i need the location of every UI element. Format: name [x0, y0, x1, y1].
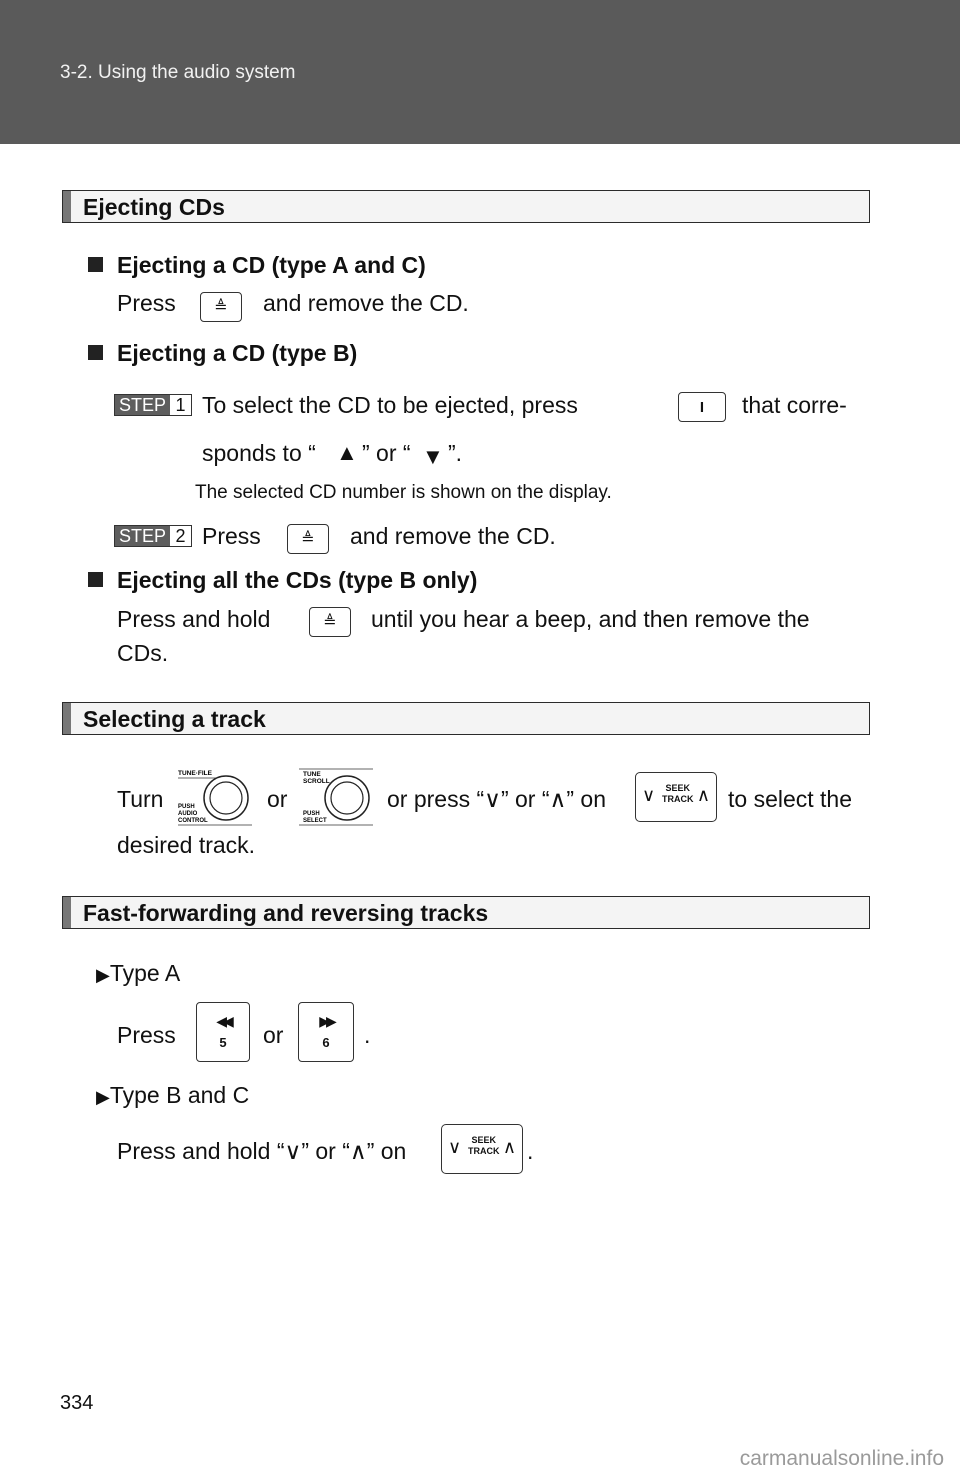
step1-text-e: ”. [448, 440, 463, 466]
knob-label: SELECT [303, 818, 327, 824]
step1-text-c: sponds to “ [202, 440, 316, 466]
section-title: Ejecting CDs [83, 194, 225, 220]
rewind-5-button[interactable]: ◀◀ 5 [196, 1002, 250, 1062]
header-title: 3-2. Using the audio system [60, 62, 296, 83]
eject-icon: ≜ [323, 614, 337, 631]
page-number: 334 [60, 1392, 94, 1414]
knob-label: AUDIO [178, 811, 198, 817]
all-press-hold: Press and hold [117, 606, 271, 632]
subheading-all: Ejecting all the CDs (type B only) [88, 567, 477, 594]
ac-instruction: and remove the CD. [263, 290, 469, 316]
knob-label: TUNE·FILE [178, 770, 213, 777]
knob-label: SCROLL [303, 778, 330, 785]
type-a-item: ▶Type A [96, 960, 181, 986]
rewind-icon: ◀◀ [216, 1013, 234, 1029]
to-select-text: to select the [728, 786, 853, 812]
tune-scroll-knob[interactable]: TUNE SCROLL PUSH SELECT [299, 768, 375, 826]
square-bullet-icon [88, 572, 103, 587]
knob-label: CONTROL [178, 818, 208, 824]
all-instruction: until you hear a beep, and then remove t… [371, 606, 810, 632]
section-title: Fast-forwarding and reversing tracks [83, 900, 489, 926]
type-bc-instruction: Press and hold “∨” or “∧” on [117, 1138, 407, 1164]
section-marker [63, 191, 71, 222]
all-instruction-cont: CDs. [117, 640, 169, 666]
turn-label: Turn [117, 786, 164, 812]
ac-press-label: Press [117, 290, 176, 316]
subheading-b: Ejecting a CD (type B) [88, 340, 357, 367]
eject-button[interactable]: ≜ [309, 607, 351, 637]
section-fast-forward: Fast-forwarding and reversing tracks [62, 896, 870, 929]
type-a-press: Press [117, 1022, 176, 1048]
or-press-text: or press “∨” or “∧” on [387, 786, 606, 812]
arrow-right-icon: ▶ [96, 965, 110, 985]
fast-forward-6-button[interactable]: ▶▶ 6 [298, 1002, 354, 1062]
section-selecting-track: Selecting a track [62, 702, 870, 735]
period: . [364, 1022, 371, 1048]
square-bullet-icon [88, 257, 103, 272]
chevron-up-icon: ∧ [696, 785, 710, 805]
step1-text-a: To select the CD to be ejected, press [202, 392, 578, 418]
period: . [527, 1138, 534, 1164]
disc-key-icon: I [699, 398, 705, 416]
eject-icon: ≜ [214, 299, 228, 316]
step2-instruction: and remove the CD. [350, 523, 556, 549]
header-band [0, 0, 960, 144]
tune-file-knob[interactable]: TUNE·FILE PUSH AUDIO CONTROL [178, 768, 254, 826]
desired-track-text: desired track. [117, 832, 256, 858]
watermark: carmanualsonline.info [739, 1447, 944, 1470]
chevron-up-icon: ∧ [502, 1137, 516, 1157]
chevron-down-icon: ∨ [448, 1137, 462, 1157]
arrow-right-icon: ▶ [96, 1087, 110, 1107]
triangle-down-icon: ▼ [422, 444, 444, 469]
or-label: or [267, 786, 288, 812]
section-ejecting-cds: Ejecting CDs [62, 190, 870, 223]
section-marker [63, 897, 71, 928]
square-bullet-icon [88, 345, 103, 360]
chevron-down-icon: ∨ [642, 785, 656, 805]
fast-forward-icon: ▶▶ [319, 1013, 337, 1029]
section-marker [63, 703, 71, 734]
eject-button[interactable]: ≜ [287, 524, 329, 554]
eject-button[interactable]: ≜ [200, 292, 242, 322]
knob-label: PUSH [178, 804, 195, 810]
eject-icon: ≜ [301, 531, 315, 548]
disc-select-button[interactable]: I [678, 392, 726, 422]
step1-note: The selected CD number is shown on the d… [195, 482, 612, 503]
triangle-up-icon: ▲ [336, 440, 358, 465]
step1-text-d: ” or “ [362, 440, 411, 466]
step1-text-b: that corre- [742, 392, 847, 418]
knob-label: PUSH [303, 811, 320, 817]
or-label: or [263, 1022, 284, 1048]
subheading-ac: Ejecting a CD (type A and C) [88, 252, 426, 279]
step2-press-label: Press [202, 523, 261, 549]
section-title: Selecting a track [83, 706, 266, 732]
knob-label: TUNE [303, 771, 321, 778]
type-bc-item: ▶Type B and C [96, 1082, 250, 1108]
